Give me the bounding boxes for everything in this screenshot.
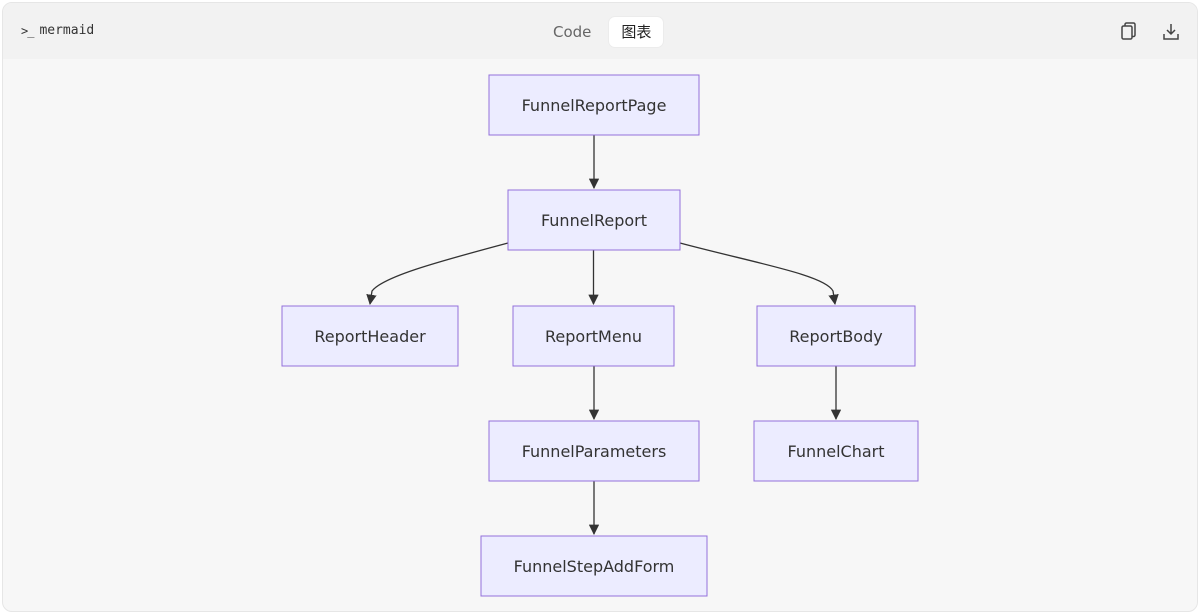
download-icon[interactable] [1159,20,1183,44]
language-label: mermaid [39,23,95,38]
node-label-body: ReportBody [789,327,882,346]
edge-report-to-header [366,242,509,306]
language-indicator: >_ mermaid [21,23,94,38]
node-box-stepform [480,535,708,597]
node-header: ReportHeader [281,305,459,367]
node-label-stepform: FunnelStepAddForm [514,557,675,576]
node-box-menu [512,305,675,367]
tab-chart[interactable]: 图表 [609,17,664,47]
node-page: FunnelReportPage [488,74,700,136]
node-box-parameters [488,420,700,482]
edge-report-to-body [679,242,839,306]
node-parameters: FunnelParameters [488,420,700,482]
node-label-header: ReportHeader [314,327,426,346]
node-label-page: FunnelReportPage [522,96,667,115]
node-box-chart [753,420,919,482]
tab-code[interactable]: Code [553,23,592,41]
node-label-chart: FunnelChart [787,442,884,461]
terminal-icon: >_ [21,23,34,38]
node-box-body [756,305,916,367]
node-box-page [488,74,700,136]
node-label-menu: ReportMenu [545,327,642,346]
code-block-toolbar: >_ mermaid Code 图表 [3,3,1197,59]
node-chart: FunnelChart [753,420,919,482]
node-menu: ReportMenu [512,305,675,367]
node-box-report [507,189,681,251]
view-tabs: Code 图表 [541,17,664,47]
node-stepform: FunnelStepAddForm [480,535,708,597]
flowchart: FunnelReportPageFunnelReportReportHeader… [281,74,919,597]
node-label-parameters: FunnelParameters [522,442,667,461]
node-box-header [281,305,459,367]
node-body: ReportBody [756,305,916,367]
copy-icon[interactable] [1116,20,1140,44]
node-label-report: FunnelReport [541,211,647,230]
node-report: FunnelReport [507,189,681,251]
